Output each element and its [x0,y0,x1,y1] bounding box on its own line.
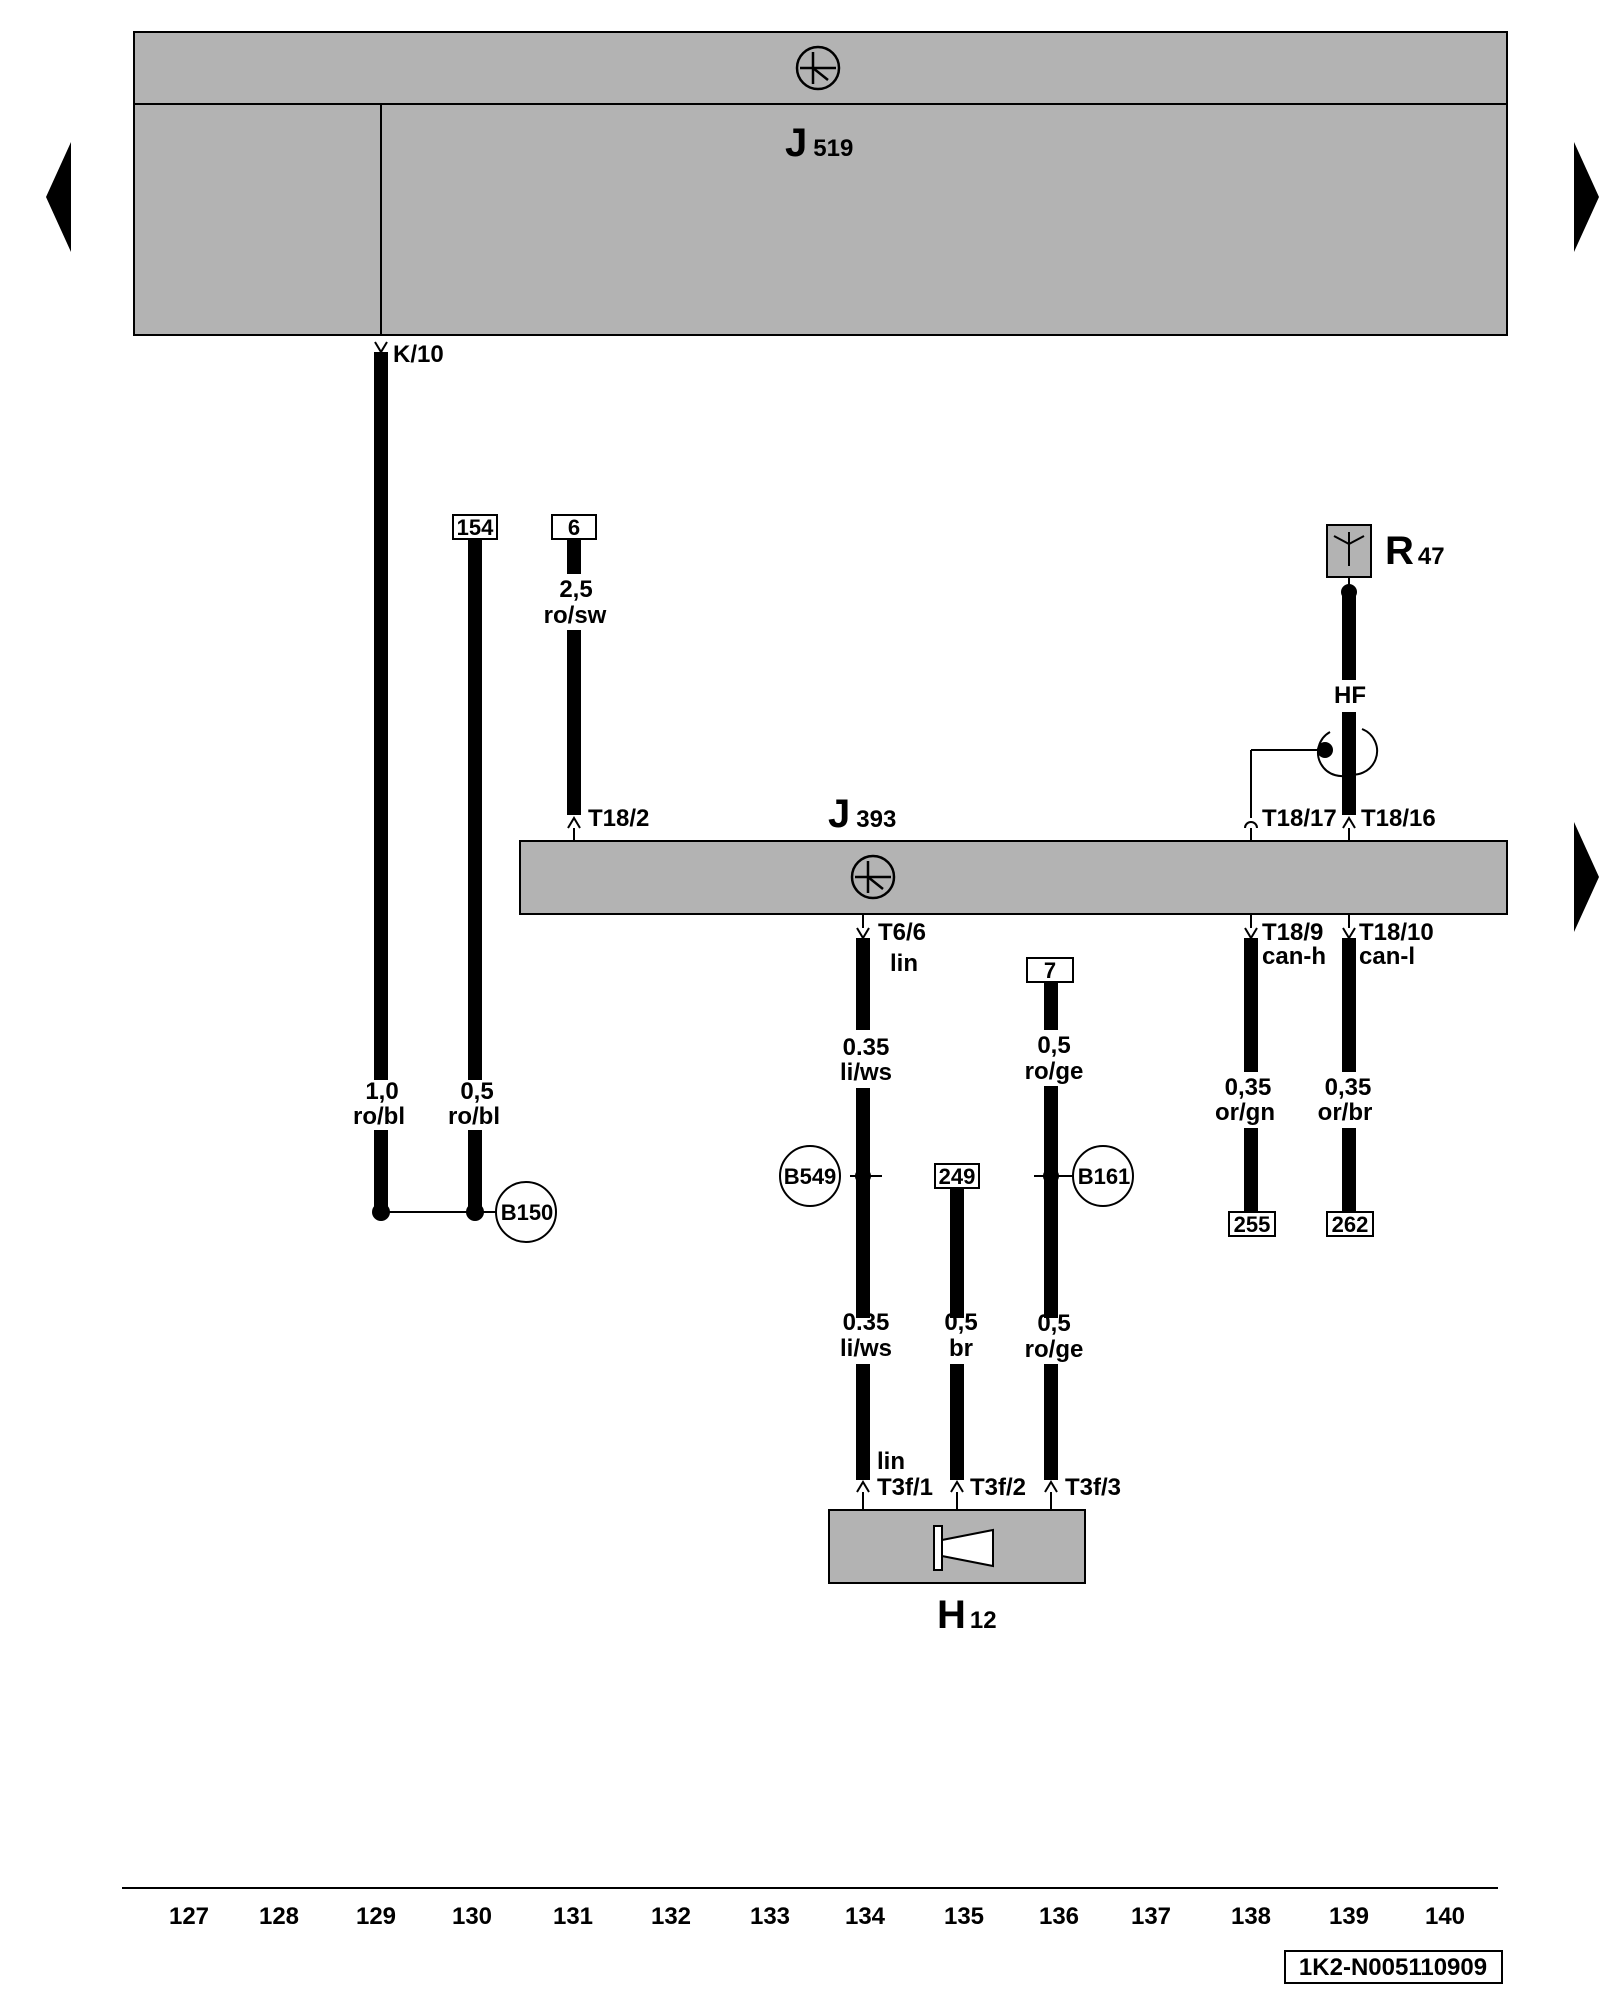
wire-129-color: ro/bl [353,1103,405,1130]
connection-b161 [1072,1145,1134,1207]
pin-t18-9-signal: can-h [1262,943,1326,970]
doc-id-box [1284,1950,1503,1984]
wire-134a-color: li/ws [840,1059,892,1086]
wire-130-color: ro/bl [448,1103,500,1130]
pin-t3f-1: T3f/1 [877,1474,933,1501]
svg-text:B161: B161 [1078,1164,1131,1189]
r47-antenna [1326,524,1372,600]
wire-131-size: 2,5 [559,576,592,603]
column-number: 139 [1329,1903,1369,1930]
wire-136b-color: ro/ge [1025,1336,1084,1363]
j393-electronic-unit-icon [850,854,896,900]
connection-b549 [779,1145,841,1207]
svg-text:262: 262 [1332,1212,1369,1237]
wire-134a-size: 0.35 [843,1034,890,1061]
pin-k10: K/10 [393,341,444,368]
column-number: 140 [1425,1903,1465,1930]
ref-255[interactable] [1228,1211,1276,1237]
column-number: 128 [259,1903,299,1930]
pin-t18-2: T18/2 [588,805,649,832]
wire-134b-color: li/ws [840,1335,892,1362]
prev-page-arrow[interactable] [46,142,71,252]
wire-136a-color: ro/ge [1025,1058,1084,1085]
wire-135-size: 0,5 [944,1309,977,1336]
label-hf: HF [1334,682,1366,709]
svg-text:6: 6 [568,515,580,540]
svg-text:154: 154 [457,515,494,540]
pin-t18-9: T18/9 [1262,919,1323,946]
wire-136a-size: 0,5 [1037,1032,1070,1059]
pin-t18-10: T18/10 [1359,919,1434,946]
horn-icon [933,1525,994,1571]
pin-t6-6: T6/6 [878,919,926,946]
ref-154[interactable] [452,514,498,540]
column-number: 136 [1039,1903,1079,1930]
wire-136b-size: 0,5 [1037,1310,1070,1337]
electronic-unit-icon [795,45,841,91]
svg-text:255: 255 [1234,1212,1271,1237]
wire-131-color: ro/sw [544,602,607,629]
continue-right-arrow[interactable] [1574,822,1599,932]
svg-text:B549: B549 [784,1164,837,1189]
pin-t3f-2: T3f/2 [970,1474,1026,1501]
column-number: 131 [553,1903,593,1930]
wire-139-size: 0,35 [1325,1074,1372,1101]
pin-t18-10-signal: can-l [1359,943,1415,970]
pin-t3f-3: T3f/3 [1065,1474,1121,1501]
column-numbers: 127 128 129 130 131 132 133 134 135 136 … [169,1903,1465,1930]
wire-138-size: 0,35 [1225,1074,1272,1101]
column-number: 134 [845,1903,886,1930]
ref-262[interactable] [1326,1211,1374,1237]
pin-t6-6-signal: lin [890,950,918,977]
column-number: 127 [169,1903,209,1930]
column-number: 129 [356,1903,396,1930]
svg-text:B150: B150 [501,1200,554,1225]
svg-text:249: 249 [939,1164,976,1189]
j393-control-unit [519,840,1508,915]
column-number: 132 [651,1903,691,1930]
column-number: 138 [1231,1903,1271,1930]
doc-id: 1K2-N005110909 [1299,1954,1487,1981]
wire-130-size: 0,5 [460,1078,493,1105]
wire-139-color: or/br [1318,1099,1373,1126]
ref-6[interactable] [551,514,597,540]
pin-t3f-1-signal: lin [877,1448,905,1475]
wire-135-color: br [949,1335,973,1362]
pin-t18-16: T18/16 [1361,805,1436,832]
wire-138-color: or/gn [1215,1099,1275,1126]
next-page-arrow[interactable] [1574,142,1599,252]
wire-134b-size: 0.35 [843,1309,890,1336]
column-number: 130 [452,1903,492,1930]
pin-t18-17: T18/17 [1262,805,1337,832]
column-number: 135 [944,1903,984,1930]
wire-129-size: 1,0 [365,1078,398,1105]
column-number: 133 [750,1903,790,1930]
connection-b150 [495,1181,557,1243]
column-number: 137 [1131,1903,1171,1930]
ref-249[interactable] [934,1163,980,1189]
svg-text:7: 7 [1044,958,1056,983]
